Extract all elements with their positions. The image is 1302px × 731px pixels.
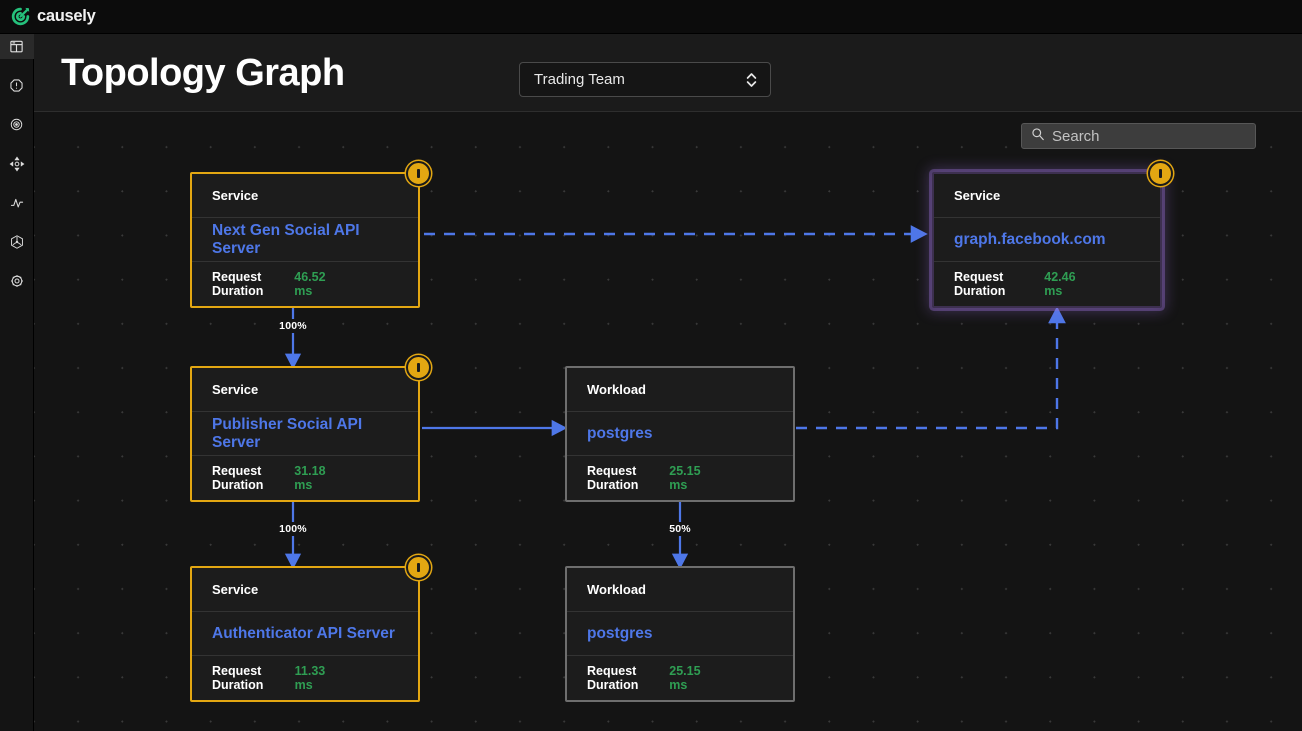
metric-label: Request Duration <box>212 464 264 492</box>
metric-value: 11.33 ms <box>294 664 326 692</box>
sidebar-item-causality[interactable] <box>0 229 34 254</box>
team-select[interactable]: Trading Team <box>519 62 771 97</box>
node-postgres-workload-2[interactable]: Workload postgres Request Duration 25.15… <box>565 566 795 702</box>
node-publisher-social-api-server[interactable]: Service Publisher Social API Server Requ… <box>190 355 431 502</box>
node-metric-row: Request Duration 42.46 ms <box>934 262 1160 306</box>
metric-value: 31.18 ms <box>294 464 326 492</box>
metric-label: Request Duration <box>212 270 264 298</box>
node-name-link[interactable]: graph.facebook.com <box>954 230 1106 248</box>
node-name-row[interactable]: Next Gen Social API Server <box>192 218 418 262</box>
node-type: Workload <box>587 582 646 597</box>
edge-label-n1-n3: 100% <box>276 319 310 333</box>
sidebar-item-dashboard[interactable] <box>0 34 34 59</box>
warning-icon <box>406 355 431 380</box>
node-metric-row: Request Duration 31.18 ms <box>192 456 418 500</box>
node-type: Service <box>212 582 259 597</box>
node-metric-row: Request Duration 46.52 ms <box>192 262 418 306</box>
node-type: Service <box>954 188 1001 203</box>
warning-icon <box>406 555 431 580</box>
node-name-link[interactable]: Authenticator API Server <box>212 624 395 642</box>
hexagon-nodes-icon <box>9 234 25 250</box>
node-type-row: Service <box>192 174 418 218</box>
node-metric-row: Request Duration 25.15 ms <box>567 656 793 700</box>
node-type: Service <box>212 382 259 397</box>
app-topbar: causely <box>0 0 1302 34</box>
chevron-updown-icon <box>745 71 758 89</box>
sidebar-item-alerts[interactable] <box>0 73 34 98</box>
sidebar-item-metrics[interactable] <box>0 190 34 215</box>
node-metric-row: Request Duration 25.15 ms <box>567 456 793 500</box>
node-type-row: Service <box>192 368 418 412</box>
search-icon <box>1031 127 1045 146</box>
brand-name: causely <box>37 7 96 25</box>
node-name-link[interactable]: Next Gen Social API Server <box>212 221 360 257</box>
node-next-gen-social-api-server[interactable]: Service Next Gen Social API Server Reque… <box>190 161 431 308</box>
sidebar-item-topology[interactable] <box>0 151 34 176</box>
node-type-row: Service <box>934 174 1160 218</box>
node-name-row[interactable]: postgres <box>567 612 793 656</box>
node-name-link[interactable]: postgres <box>587 624 653 642</box>
warning-icon <box>1148 161 1173 186</box>
sidebar-item-settings[interactable] <box>0 268 34 293</box>
metric-label: Request Duration <box>954 270 1006 298</box>
node-authenticator-api-server[interactable]: Service Authenticator API Server Request… <box>190 555 431 702</box>
target-dart-icon <box>10 6 31 27</box>
left-nav-rail <box>0 34 34 731</box>
topology-canvas[interactable]: 100% 100% 50% Service Next Gen Social AP… <box>34 112 1302 731</box>
node-type: Service <box>212 188 259 203</box>
node-name-row[interactable]: graph.facebook.com <box>934 218 1160 262</box>
metric-label: Request Duration <box>587 664 639 692</box>
gear-icon <box>9 273 25 289</box>
team-select-value: Trading Team <box>534 71 625 88</box>
dashboard-grid-icon <box>9 39 24 54</box>
metric-value: 46.52 ms <box>294 270 326 298</box>
node-type-row: Workload <box>567 568 793 612</box>
page-title: Topology Graph <box>61 51 345 94</box>
node-type-row: Service <box>192 568 418 612</box>
metric-value: 25.15 ms <box>669 464 701 492</box>
node-type-row: Workload <box>567 368 793 412</box>
warning-icon <box>406 161 431 186</box>
node-name-row[interactable]: Authenticator API Server <box>192 612 418 656</box>
edge-n4-n2 <box>796 306 1066 430</box>
brand-logo[interactable]: causely <box>0 6 96 27</box>
node-name-link[interactable]: postgres <box>587 424 653 442</box>
search-box[interactable] <box>1021 123 1256 149</box>
node-name-row[interactable]: Publisher Social API Server <box>192 412 418 456</box>
node-name-row[interactable]: postgres <box>567 412 793 456</box>
nodes-diamond-icon <box>9 156 25 172</box>
node-metric-row: Request Duration 11.33 ms <box>192 656 418 700</box>
metric-label: Request Duration <box>212 664 264 692</box>
metric-value: 25.15 ms <box>669 664 701 692</box>
node-type: Workload <box>587 382 646 397</box>
node-graph-facebook-com[interactable]: Service graph.facebook.com Request Durat… <box>932 161 1173 308</box>
page-header: Topology Graph Trading Team <box>34 34 1302 112</box>
metric-value: 42.46 ms <box>1044 270 1076 298</box>
edge-label-n4-n6: 50% <box>666 522 694 536</box>
search-input[interactable] <box>1052 127 1242 145</box>
metric-label: Request Duration <box>587 464 639 492</box>
pulse-line-icon <box>9 195 25 211</box>
target-circle-icon <box>9 117 24 132</box>
warning-octagon-icon <box>9 78 24 93</box>
sidebar-item-targets[interactable] <box>0 112 34 137</box>
edge-label-n3-n5: 100% <box>276 522 310 536</box>
node-postgres-workload-1[interactable]: Workload postgres Request Duration 25.15… <box>565 366 795 502</box>
node-name-link[interactable]: Publisher Social API Server <box>212 415 363 451</box>
